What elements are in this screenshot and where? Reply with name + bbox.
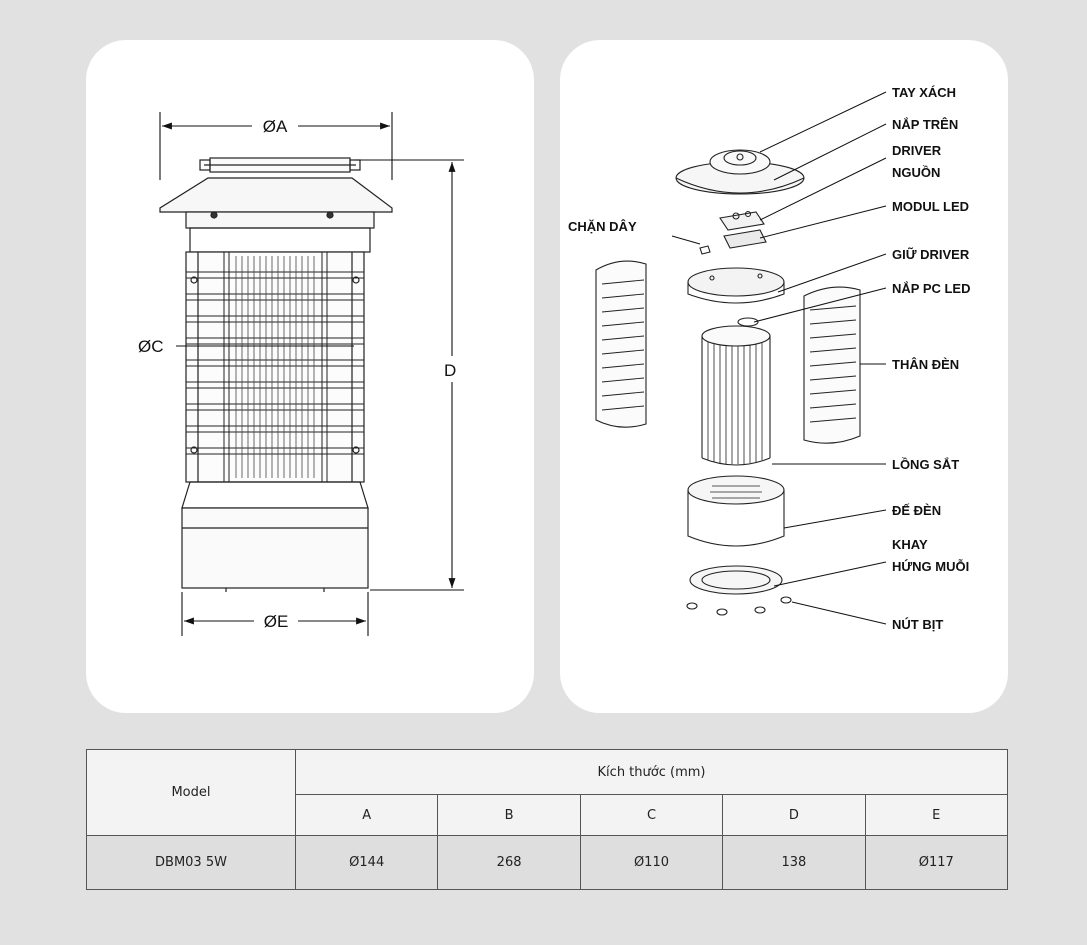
dimension-drawing-panel: ØA ØC D ØE <box>86 40 534 713</box>
label-giu-driver: GIỮ DRIVER <box>892 247 970 262</box>
model-cell: DBM03 5W <box>86 835 296 890</box>
label-de-den: ĐẾ ĐÈN <box>892 503 941 518</box>
model-header: Model <box>86 749 296 836</box>
dimension-label-a: ØA <box>263 117 288 136</box>
value-cell-a: Ø144 <box>294 835 439 890</box>
table-row: DBM03 5W Ø144 268 Ø110 138 Ø117 <box>86 835 1009 890</box>
column-header-b: B <box>437 794 581 836</box>
value-cell-e: Ø117 <box>864 835 1009 890</box>
label-khay-hung-muoi-line2: HỨNG MUỖI <box>892 559 969 574</box>
lamp-dimension-drawing: ØA ØC D ØE <box>138 112 464 636</box>
label-chan-day: CHẶN DÂY <box>568 219 637 234</box>
dimension-spec-table: Model Kích thước (mm) A B C D E DBM03 5W… <box>86 749 1009 890</box>
column-header-a: A <box>294 794 439 836</box>
dimension-label-e: ØE <box>264 612 289 631</box>
dimension-label-d: D <box>444 361 456 380</box>
size-header: Kích thước (mm) <box>295 749 1008 795</box>
exploded-view-panel: TAY XÁCH NẮP TRÊN DRIVER NGUỒN MODUL LED… <box>560 40 1008 713</box>
label-driver-nguon-line1: DRIVER <box>892 143 942 158</box>
column-header-c: C <box>579 794 724 836</box>
label-long-sat: LỒNG SẮT <box>892 457 959 472</box>
label-modul-led: MODUL LED <box>892 199 969 214</box>
label-nut-bit: NÚT BỊT <box>892 617 943 632</box>
label-nap-pc-led: NẮP PC LED <box>892 281 971 296</box>
label-khay-hung-muoi-line1: KHAY <box>892 537 928 552</box>
value-cell-c: Ø110 <box>579 835 724 890</box>
column-header-d: D <box>722 794 866 836</box>
column-header-e: E <box>864 794 1009 836</box>
dimension-label-c: ØC <box>138 337 164 356</box>
label-tay-xach: TAY XÁCH <box>892 85 956 100</box>
lamp-exploded-diagram: TAY XÁCH NẮP TRÊN DRIVER NGUỒN MODUL LED… <box>568 85 971 632</box>
value-cell-d: 138 <box>722 835 866 890</box>
value-cell-b: 268 <box>437 835 581 890</box>
label-nap-tren: NẮP TRÊN <box>892 117 958 132</box>
label-driver-nguon-line2: NGUỒN <box>892 165 940 180</box>
label-than-den: THÂN ĐÈN <box>892 357 959 372</box>
